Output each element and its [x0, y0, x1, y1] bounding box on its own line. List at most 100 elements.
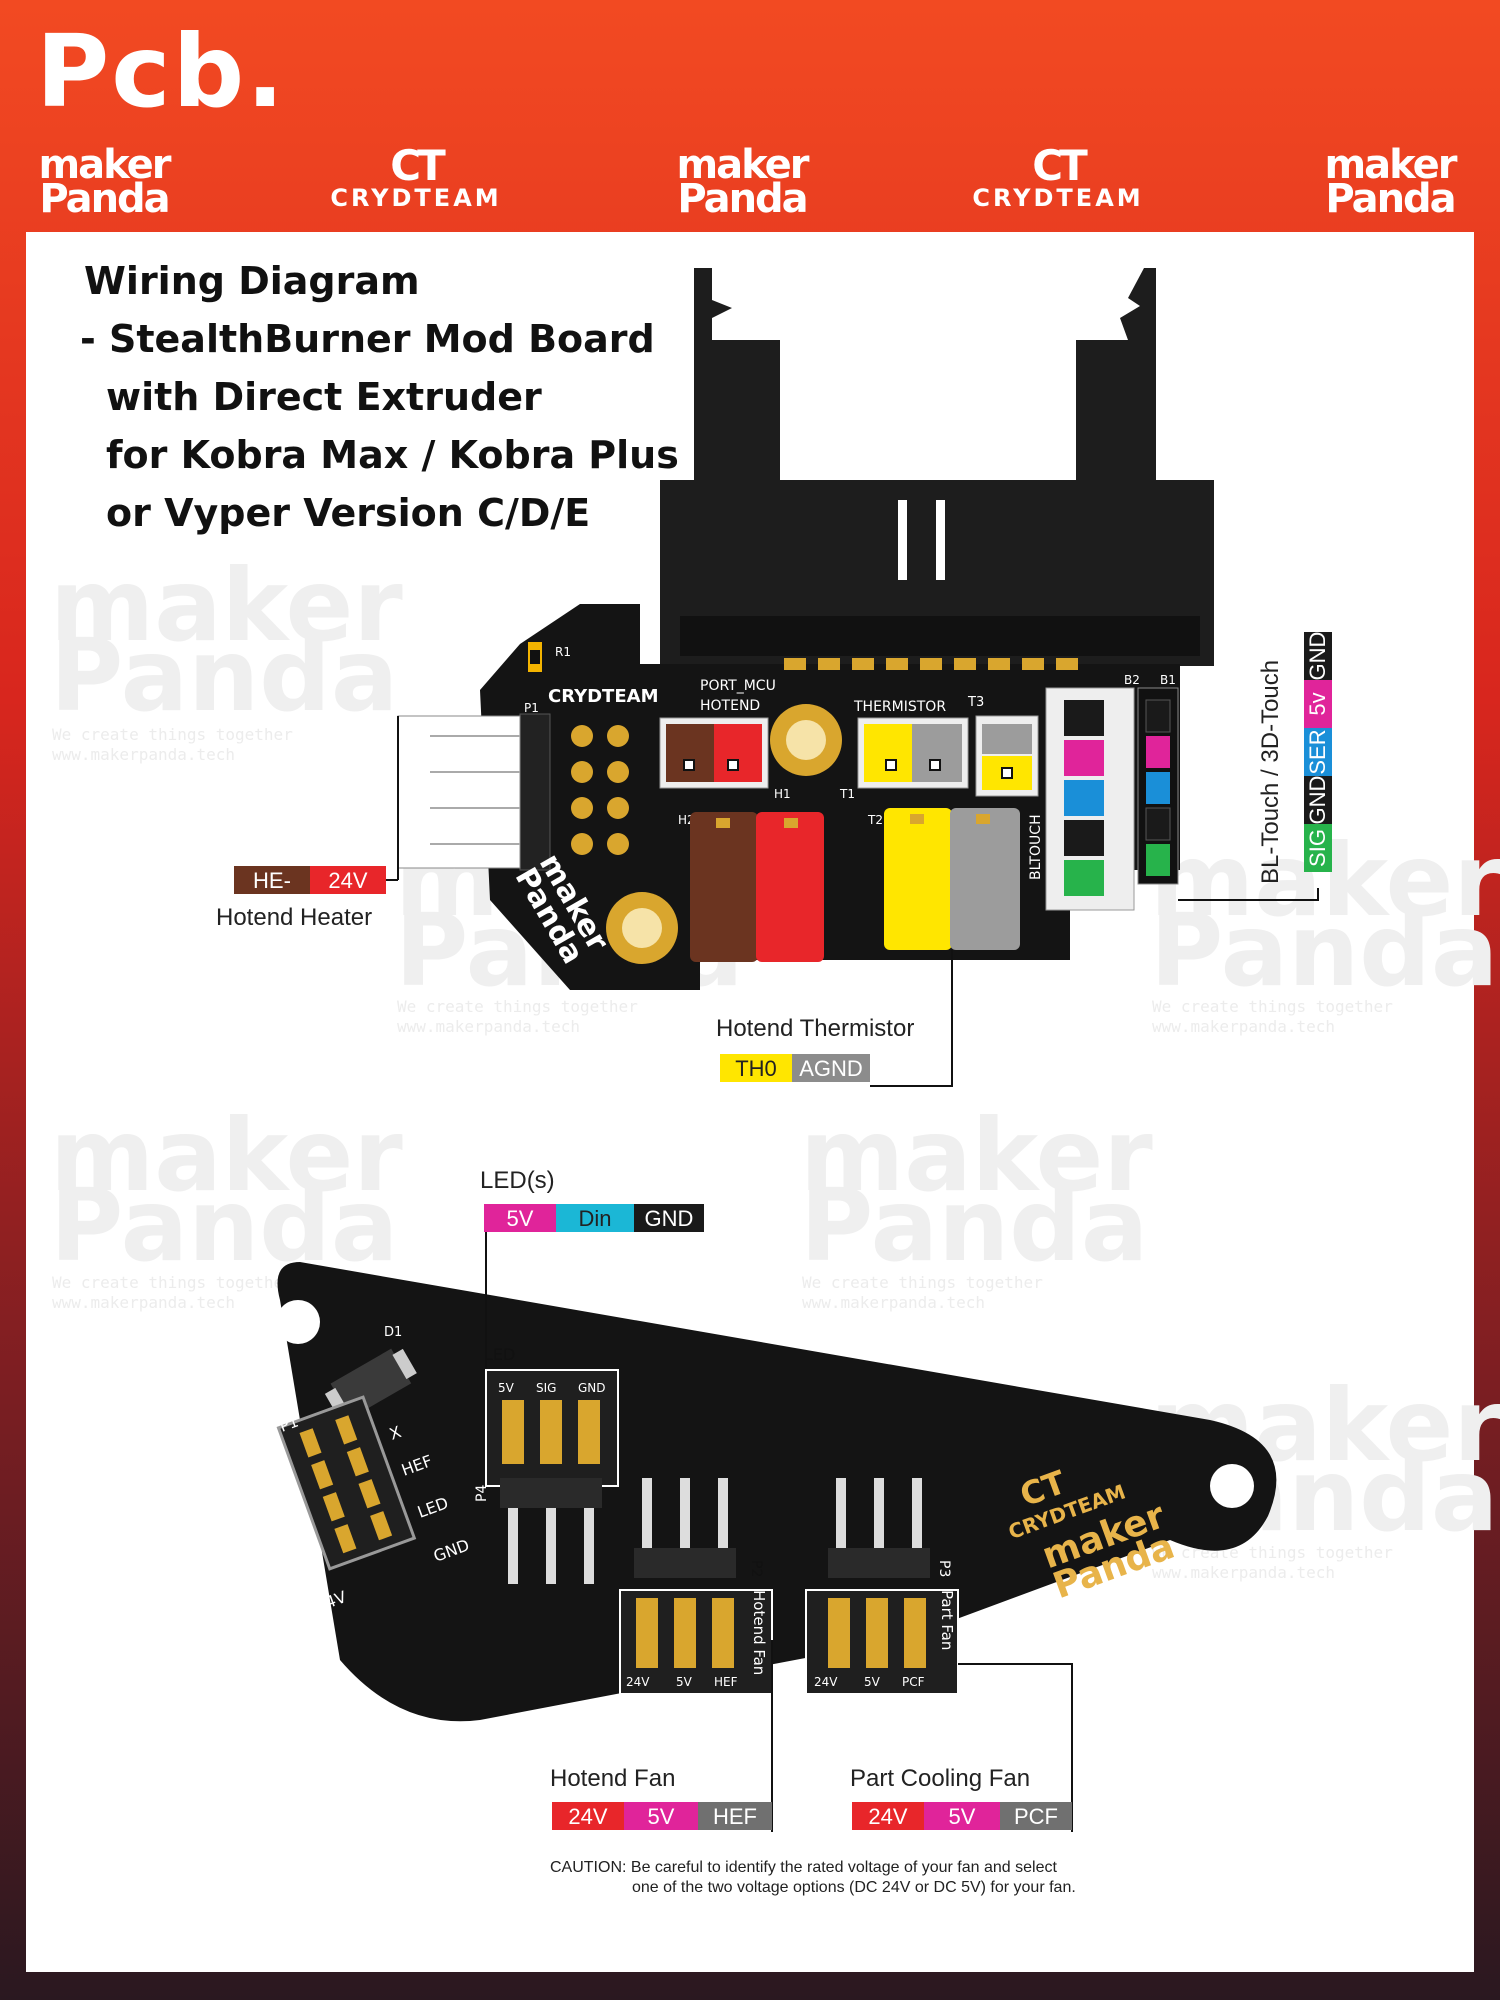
- watermark-word: Panda: [1150, 892, 1498, 1009]
- pin-chip: [698, 1802, 772, 1830]
- p1-2x4-header: [276, 1395, 417, 1571]
- silk-pin-label: GND: [578, 1381, 606, 1395]
- pin-label: 24V: [568, 1804, 607, 1829]
- pin-header-base: [828, 1548, 930, 1578]
- pin-chip: [1304, 632, 1332, 680]
- logo-word: Panda: [1325, 176, 1456, 222]
- heater-caption: Hotend Heater: [216, 904, 372, 931]
- bltouch-pin-ser: [1064, 780, 1104, 816]
- bltouch-label: BL-Touch / 3D-Touch SIG GND SER 5v GND: [1257, 632, 1332, 884]
- silk-pin-label: 5V: [498, 1381, 515, 1395]
- watermark-line: www.makerpanda.tech: [52, 1293, 235, 1312]
- caution-note: CAUTION: Be careful to identify the rate…: [550, 1859, 1076, 1896]
- led-pad: [540, 1400, 562, 1464]
- pin-chip: [792, 1054, 870, 1082]
- header-pin: [886, 658, 908, 670]
- pin-label: 24V: [868, 1804, 907, 1829]
- pin-header-base: [634, 1548, 736, 1578]
- pin-hole: [1001, 767, 1013, 779]
- watermark-line: We create things together: [802, 1273, 1043, 1292]
- logo-word: maker: [1324, 142, 1457, 188]
- latch-left: [694, 268, 780, 480]
- silk-label: B2: [1124, 673, 1140, 687]
- bltouch-pin-strip: SIG GND SER 5v GND: [1304, 632, 1332, 872]
- bltouch-caption: BL-Touch / 3D-Touch: [1257, 660, 1284, 884]
- latch-right: [1076, 268, 1156, 480]
- pin-label: Din: [578, 1206, 611, 1231]
- header-pin: [322, 1492, 345, 1522]
- watermark-word: maker: [50, 547, 403, 664]
- hotend-fan-label: Hotend Fan 24V 5V HEF: [550, 1765, 772, 1830]
- pin-chip: [624, 1802, 698, 1830]
- led-pad: [578, 1400, 600, 1464]
- diode-lead: [392, 1348, 417, 1380]
- logo-word: Panda: [677, 176, 808, 222]
- silk-pin-label: PCF: [277, 1506, 312, 1534]
- plug-contact: [716, 818, 730, 828]
- silk-label: B1: [1160, 673, 1176, 687]
- silk-label: R1: [555, 645, 571, 659]
- plug-contact: [784, 818, 798, 828]
- pin-label: GND: [1305, 632, 1330, 681]
- makerpanda-logo: maker Panda: [662, 145, 822, 222]
- bottom-leader-lines: [485, 1232, 1073, 1832]
- silk-pin-label: 24V: [814, 1675, 838, 1689]
- title-line: Wiring Diagram: [84, 259, 420, 303]
- header-pin: [642, 1478, 652, 1548]
- header-pin: [988, 658, 1010, 670]
- watermark-word: maker: [50, 1097, 403, 1214]
- watermark-line: We create things together: [52, 725, 293, 744]
- header-pin: [584, 1508, 594, 1584]
- silk-pin-label: 5V: [676, 1675, 693, 1689]
- bltouch-pin-5v: [1064, 740, 1104, 776]
- pin-label: 24V: [328, 868, 367, 893]
- pin-label: 5V: [648, 1804, 675, 1829]
- pin-hole: [929, 759, 941, 771]
- watermark-word: Panda: [50, 1167, 398, 1284]
- header-pin: [1056, 658, 1078, 670]
- silk-label: HOTEND: [700, 698, 760, 714]
- pin-chip: [634, 1204, 704, 1232]
- header-pin: [370, 1511, 393, 1541]
- silk-label: T1: [839, 787, 855, 801]
- thermistor-plug-wire: [950, 808, 1020, 950]
- pin-hole: [727, 759, 739, 771]
- pin-chip: [1304, 776, 1332, 824]
- hotend-socket-pin: [666, 724, 714, 782]
- thermistor-socket-pin: [912, 724, 962, 782]
- silk-label: PORT_MCU: [700, 678, 776, 694]
- pad: [571, 725, 593, 747]
- crydteam-logo: CT CRYDTEAM: [948, 145, 1168, 213]
- pad: [571, 797, 593, 819]
- logo-word: CRYDTEAM: [330, 184, 502, 212]
- silk-pin-label: X: [267, 1474, 284, 1496]
- pin-header-base: [500, 1478, 602, 1508]
- connector-slot: [898, 500, 907, 580]
- led-pad: [502, 1400, 524, 1464]
- led-label: LED(s) 5V Din GND: [480, 1167, 704, 1232]
- silk-label: LED: [484, 1345, 515, 1364]
- part-fan-caption: Part Cooling Fan: [850, 1765, 1030, 1792]
- pad: [607, 797, 629, 819]
- pin-label: SER: [1305, 729, 1330, 774]
- pin-label: PCF: [1014, 1804, 1058, 1829]
- hotend-socket-pin: [714, 724, 762, 782]
- pin-hole: [885, 759, 897, 771]
- heater-plug-wire: [756, 812, 824, 962]
- title-line: or Vyper Version C/D/E: [106, 491, 590, 535]
- connector-base: [680, 616, 1200, 656]
- pin-label: GND: [1305, 776, 1330, 825]
- b1-pin: [1146, 844, 1170, 876]
- silk-label: D1: [384, 1325, 402, 1340]
- silk-label: Part Fan: [938, 1590, 956, 1650]
- watermark-line: We create things together: [52, 1273, 293, 1292]
- header-pin: [335, 1415, 358, 1445]
- silk-label: BLTOUCH: [1028, 814, 1044, 880]
- watermark-line: www.makerpanda.tech: [1152, 1563, 1335, 1582]
- pin-chip: [1304, 824, 1332, 872]
- pin-chip: [1304, 728, 1332, 776]
- hotend-fan-caption: Hotend Fan: [550, 1765, 675, 1792]
- pin-label: TH0: [735, 1056, 777, 1081]
- header-pin: [311, 1460, 334, 1490]
